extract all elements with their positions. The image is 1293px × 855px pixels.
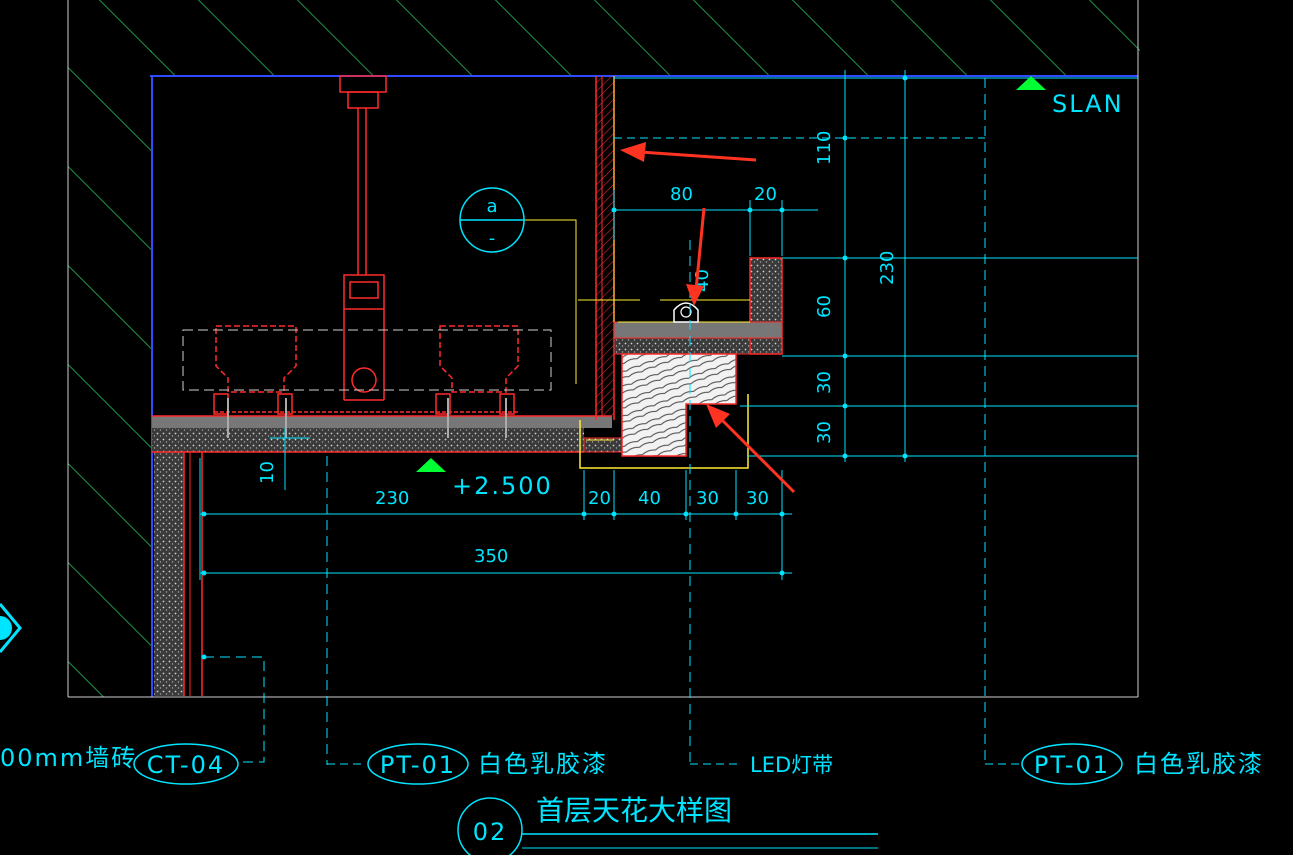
hanger-system bbox=[213, 75, 520, 415]
callout-led: LED灯带 bbox=[690, 753, 833, 777]
section-mark-bottom: - bbox=[489, 228, 496, 249]
viewport-marker-icon bbox=[0, 603, 22, 653]
ct-code: CT-04 bbox=[147, 751, 225, 779]
dim-230-horizontal: 230 bbox=[375, 488, 409, 509]
led-note: LED灯带 bbox=[750, 753, 833, 777]
drop-wall bbox=[595, 76, 615, 420]
dim-230-vertical: 230 bbox=[877, 251, 898, 285]
dim-30-d: 30 bbox=[746, 488, 769, 509]
dim-80: 80 bbox=[670, 184, 693, 205]
light-trough bbox=[613, 76, 783, 355]
dim-10: 10 bbox=[257, 461, 278, 484]
bottom-corner bbox=[579, 394, 749, 469]
ceiling-board bbox=[152, 415, 612, 453]
main-keel-outline bbox=[182, 329, 552, 391]
callout-pt01-right: PT-01 白色乳胶漆 bbox=[985, 743, 1264, 785]
dim-20-bottom: 20 bbox=[588, 488, 611, 509]
section-mark-top: a bbox=[486, 196, 497, 217]
level-marker-ceiling: +2.500 bbox=[416, 458, 553, 500]
dim-30-a: 30 bbox=[814, 371, 835, 394]
dim-30-b: 30 bbox=[814, 421, 835, 444]
level-top-label: SLAN bbox=[1052, 90, 1124, 118]
drawing-title-block: 02 首层天花大样图 bbox=[457, 794, 878, 855]
dim-60: 60 bbox=[814, 295, 835, 318]
level-ceiling-label: +2.500 bbox=[452, 472, 553, 500]
dim-30-c: 30 bbox=[696, 488, 719, 509]
callout-ct04: 00mm墙砖 CT-04 bbox=[0, 743, 239, 785]
pt-code-2: PT-01 bbox=[1034, 751, 1110, 779]
callout-pt01-left: PT-01 白色乳胶漆 bbox=[327, 743, 608, 785]
dim-40-bottom: 40 bbox=[638, 488, 661, 509]
dim-350: 350 bbox=[474, 546, 508, 567]
yellow-guides bbox=[520, 219, 750, 384]
screws bbox=[227, 398, 507, 438]
drawing-title: 首层天花大样图 bbox=[536, 794, 732, 827]
dimension-lines bbox=[199, 70, 1138, 765]
wall-tile-layer bbox=[154, 452, 203, 696]
pt-desc-1: 白色乳胶漆 bbox=[478, 750, 608, 778]
concrete-slab bbox=[150, 0, 1140, 77]
level-marker-top: SLAN bbox=[1016, 76, 1124, 118]
drawing-number: 02 bbox=[473, 818, 508, 846]
pt-code-1: PT-01 bbox=[380, 751, 456, 779]
concrete-wall bbox=[67, 0, 1139, 698]
dim-110: 110 bbox=[814, 131, 835, 165]
wood-block bbox=[621, 353, 737, 457]
pt-desc-2: 白色乳胶漆 bbox=[1134, 750, 1264, 778]
annotation-arrows bbox=[620, 142, 796, 494]
dim-20-top: 20 bbox=[754, 184, 777, 205]
dimension-ticks bbox=[201, 75, 908, 660]
section-mark: a - bbox=[459, 187, 525, 253]
wall-tile-label: 00mm墙砖 bbox=[0, 744, 137, 772]
led-strip bbox=[673, 302, 699, 323]
